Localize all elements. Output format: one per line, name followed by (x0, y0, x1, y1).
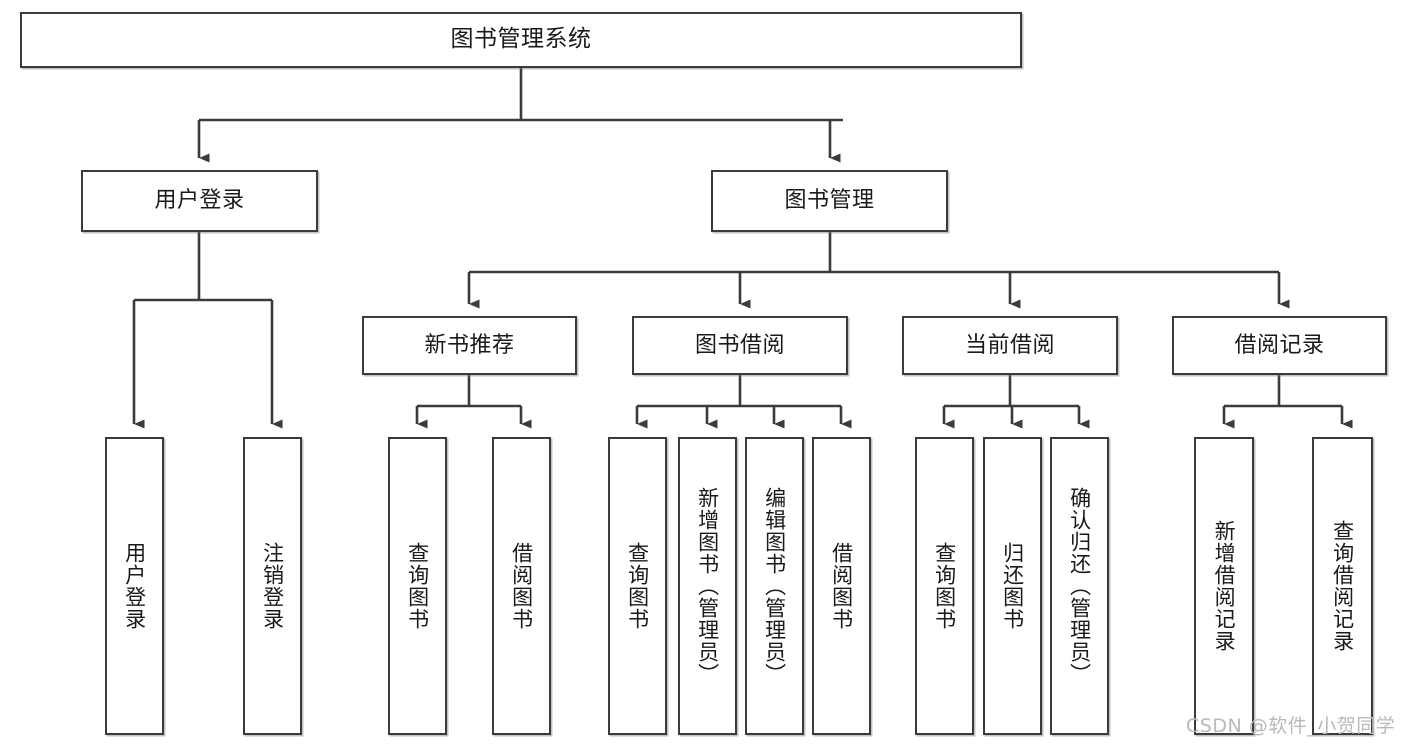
node-current-borrow[interactable]: 当前借阅 (902, 316, 1118, 375)
node-label: 借阅记录 (1234, 332, 1325, 358)
leaf-records-add-record[interactable]: 新增借阅记录 (1194, 437, 1254, 735)
node-label: 当前借阅 (964, 332, 1055, 358)
node-label: 图书借阅 (694, 332, 785, 358)
node-label: 归还图书 (1000, 542, 1025, 630)
leaf-current-query-book[interactable]: 查询图书 (915, 437, 974, 735)
node-borrow-records[interactable]: 借阅记录 (1172, 316, 1387, 375)
node-label: 查询借阅记录 (1330, 520, 1355, 652)
node-label: 查询图书 (625, 542, 650, 630)
leaf-borrow-edit-book-admin[interactable]: 编辑图书（管理员） (745, 437, 804, 735)
node-book-management[interactable]: 图书管理 (711, 170, 948, 232)
node-label: 图书管理 (784, 188, 875, 214)
leaf-records-query-record[interactable]: 查询借阅记录 (1312, 437, 1373, 735)
leaf-current-confirm-return-admin[interactable]: 确认归还（管理员） (1050, 437, 1109, 735)
node-label: 查询图书 (405, 542, 430, 630)
leaf-recommend-borrow-book[interactable]: 借阅图书 (492, 437, 551, 735)
leaf-borrow-borrow-book[interactable]: 借阅图书 (812, 437, 871, 735)
leaf-recommend-query-book[interactable]: 查询图书 (388, 437, 447, 735)
node-label: 用户登录 (122, 542, 147, 630)
node-label: 图书管理系统 (450, 26, 592, 53)
leaf-borrow-query-book[interactable]: 查询图书 (608, 437, 667, 735)
leaf-user-login-signout[interactable]: 注销登录 (243, 437, 302, 735)
node-label: 查询图书 (932, 542, 957, 630)
node-label: 注销登录 (260, 542, 285, 630)
node-label: 借阅图书 (829, 542, 854, 630)
node-label: 新书推荐 (424, 332, 515, 358)
node-user-login[interactable]: 用户登录 (81, 170, 318, 232)
node-label: 确认归还（管理员） (1067, 487, 1092, 685)
leaf-current-return-book[interactable]: 归还图书 (983, 437, 1042, 735)
node-label: 用户登录 (154, 188, 245, 214)
node-new-book-recommend[interactable]: 新书推荐 (362, 316, 577, 375)
node-label: 借阅图书 (509, 542, 534, 630)
node-root-system[interactable]: 图书管理系统 (20, 12, 1022, 68)
leaf-user-login-signin[interactable]: 用户登录 (105, 437, 164, 735)
watermark-text: CSDN @软件_小贺同学 (1186, 715, 1396, 737)
node-label: 新增图书（管理员） (695, 487, 720, 685)
node-label: 新增借阅记录 (1212, 520, 1237, 652)
leaf-borrow-add-book-admin[interactable]: 新增图书（管理员） (678, 437, 737, 735)
node-label: 编辑图书（管理员） (762, 487, 787, 685)
node-book-borrow[interactable]: 图书借阅 (632, 316, 848, 375)
